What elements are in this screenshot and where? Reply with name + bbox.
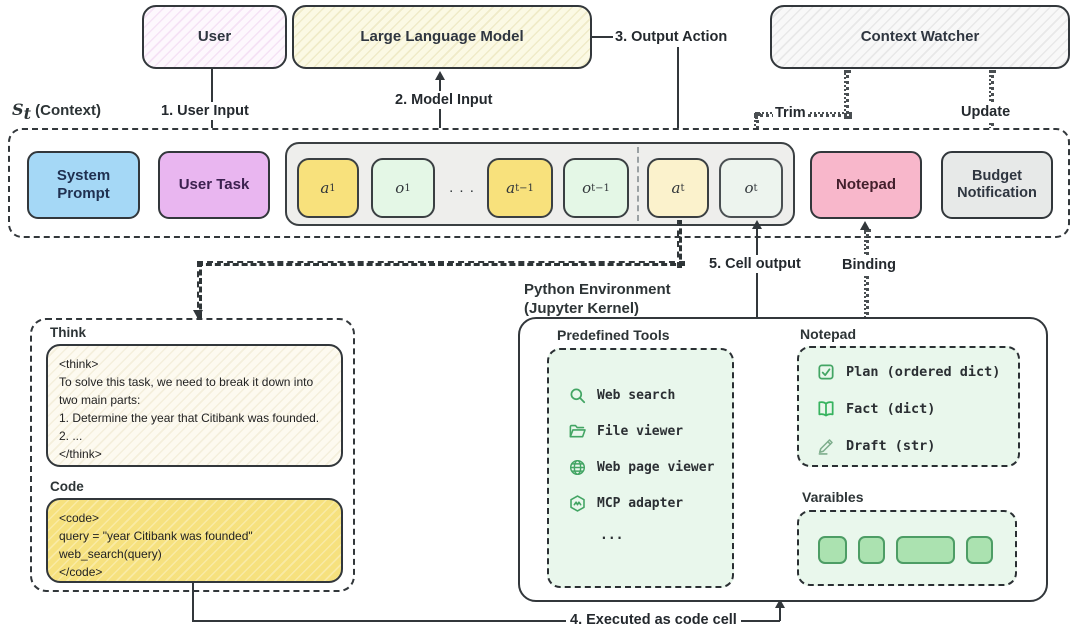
edge-binding-label: Binding xyxy=(838,256,900,275)
context-state-symbol: S xyxy=(12,100,24,119)
edge-executed-h xyxy=(192,620,780,622)
think-section-label: Think xyxy=(50,325,86,340)
notepad-item-fact: Fact (dict) xyxy=(816,399,935,419)
code-text-block: <code> query = "year Citibank was founde… xyxy=(46,498,343,583)
tool-item-label: MCP adapter xyxy=(597,496,684,511)
environment-label-line1: Python Environment xyxy=(524,281,671,298)
edge-action-to-think-v1 xyxy=(677,220,682,268)
arrowhead-binding-up xyxy=(860,221,870,230)
context-watcher-box: Context Watcher xyxy=(770,5,1070,69)
notepad-item-label: Fact (dict) xyxy=(846,401,936,417)
user-task-box: User Task xyxy=(158,151,270,219)
tools-more-label: ... xyxy=(600,528,624,543)
edge-model-input-label: 2. Model Input xyxy=(391,91,497,110)
arrowhead-executed xyxy=(775,599,785,608)
globe-icon xyxy=(569,459,586,476)
variable-block xyxy=(896,536,955,564)
edge-trim-vline-right xyxy=(844,70,849,119)
system-prompt-label: System Prompt xyxy=(56,167,111,202)
tool-item-label: Web search xyxy=(597,388,676,403)
predefined-tools-title: Predefined Tools xyxy=(557,327,670,343)
user-box: User xyxy=(142,5,287,69)
edge-cell-output-label: 5. Cell output xyxy=(705,255,805,274)
variables-title: Varaibles xyxy=(802,489,864,505)
code-section-label: Code xyxy=(50,479,84,494)
edge-update-label: Update xyxy=(957,103,1015,122)
notepad-item-label: Plan (ordered dict) xyxy=(846,364,1001,380)
edge-output-action-hline xyxy=(592,36,617,38)
budget-notification-label: Budget Notification xyxy=(957,167,1037,201)
context-notepad-box: Notepad xyxy=(810,151,922,219)
system-prompt-box: System Prompt xyxy=(27,151,140,219)
context-watcher-label: Context Watcher xyxy=(860,28,980,45)
token-strip-divider xyxy=(637,147,639,221)
context-notepad-label: Notepad xyxy=(836,176,896,193)
edge-action-to-think-h xyxy=(197,261,685,266)
variable-block xyxy=(818,536,847,564)
tool-item-web-page-viewer: Web page viewer xyxy=(568,458,714,477)
tool-item-file-viewer: File viewer xyxy=(568,422,683,441)
environment-label-line2: (Jupyter Kernel) xyxy=(524,300,640,317)
arrowhead-cell-output xyxy=(752,220,762,229)
tool-item-mcp-adapter: MCP adapter xyxy=(568,494,683,513)
edge-output-action-vline xyxy=(677,47,679,148)
tool-item-more: ... xyxy=(600,528,623,543)
user-task-label: User Task xyxy=(178,176,250,193)
llm-box-label: Large Language Model xyxy=(360,28,524,45)
checkbox-icon xyxy=(818,364,834,380)
arrowhead-model-input xyxy=(435,71,445,80)
edge-executed-v-right xyxy=(779,606,781,621)
env-notepad-panel xyxy=(797,346,1020,467)
think-text-block: <think> To solve this task, we need to b… xyxy=(46,344,343,467)
budget-notification-box: Budget Notification xyxy=(941,151,1053,219)
edge-trim-label: Trim xyxy=(773,104,808,123)
user-box-label: User xyxy=(197,28,232,45)
variable-block xyxy=(858,536,885,564)
tool-item-label: File viewer xyxy=(597,424,684,439)
arrowhead-action-to-think xyxy=(193,310,203,319)
token-ellipsis: . . . xyxy=(449,178,475,196)
mcp-icon xyxy=(570,495,585,512)
environment-label: Python Environment (Jupyter Kernel) xyxy=(524,280,671,318)
book-icon xyxy=(818,401,834,417)
variable-block xyxy=(966,536,993,564)
llm-box: Large Language Model xyxy=(292,5,592,69)
tool-item-web-search: Web search xyxy=(568,386,675,405)
notepad-item-plan: Plan (ordered dict) xyxy=(816,362,1000,382)
folder-icon xyxy=(569,424,586,438)
notepad-item-label: Draft (str) xyxy=(846,438,936,454)
edge-executed-label: 4. Executed as code cell xyxy=(566,611,741,630)
context-state-label: St (Context) xyxy=(12,100,101,123)
env-notepad-title: Notepad xyxy=(800,326,856,342)
search-icon xyxy=(570,388,586,404)
edge-executed-v-left xyxy=(192,583,194,621)
notepad-item-draft: Draft (str) xyxy=(816,436,935,456)
tool-item-label: Web page viewer xyxy=(597,460,715,475)
edge-output-action-label: 3. Output Action xyxy=(613,28,730,47)
edge-user-input-label: 1. User Input xyxy=(157,102,253,121)
pencil-icon xyxy=(818,439,833,455)
